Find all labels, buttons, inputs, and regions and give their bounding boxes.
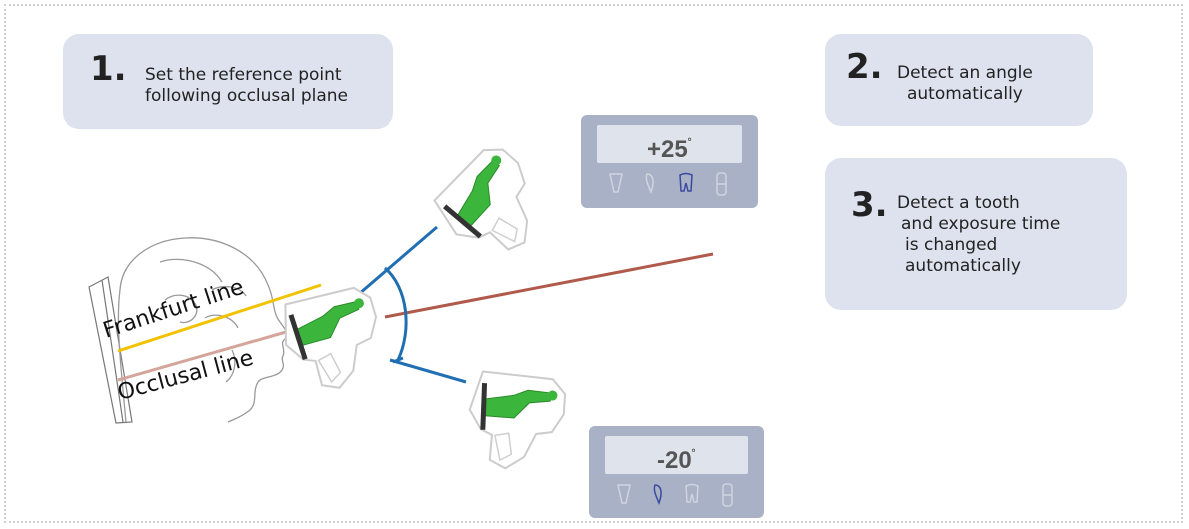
reference-line [384,252,714,319]
incisor-icon [616,484,631,504]
step-text-line: automatically [906,84,1023,104]
step-text-line: following occlusal plane [145,86,348,106]
angle-readout: -20˚ [605,436,748,474]
step-text: Detect an angle automatically [897,63,1033,105]
step-text-line: is changed [905,235,998,255]
diagram-frame [4,4,1183,523]
teeth-group-icon [716,172,727,196]
frankfurt-line [117,283,322,353]
step-2-box: 2. Detect an angle automatically [825,34,1093,126]
angle-indicator [349,225,467,384]
degree-symbol: ˚ [687,136,693,151]
head-rest [88,276,133,424]
step-text: Detect a tooth and exposure time is chan… [897,193,1060,277]
step-1-box: 1. Set the reference point following occ… [63,34,393,129]
occlusal-line-label: Occlusal line [115,346,256,406]
incisor-icon [609,173,624,193]
xray-device-upper [426,139,560,273]
angle-readout: +25˚ [597,125,742,163]
molar-icon [678,172,693,192]
step-text-line: automatically [905,256,1021,276]
canine-icon [645,173,655,195]
step-text-line: Detect a tooth [897,193,1020,213]
head-outline-icon [117,237,288,423]
step-text-line: Set the reference point [145,65,342,85]
occlusal-line [117,328,294,382]
step-3-box: 3. Detect a tooth and exposure time is c… [825,158,1127,310]
teeth-group-icon [722,483,733,507]
angle-display-panel-lower: -20˚ [589,426,764,518]
angle-display-panel-upper: +25˚ [581,115,758,208]
canine-icon [653,484,662,506]
step-text-line: and exposure time [901,214,1061,234]
tooth-icon-row [599,171,740,199]
degree-symbol: ˚ [691,447,697,462]
step-number: 1. [90,49,127,89]
xray-device-center [279,285,385,394]
step-number: 3. [851,185,888,225]
molar-icon [685,483,700,503]
xray-device-lower [459,364,570,478]
step-text: Set the reference point following occlus… [145,65,348,107]
step-number: 2. [846,47,883,87]
angle-value: -20 [656,447,692,474]
step-text-line: Detect an angle [897,63,1033,83]
tooth-icon-row [607,482,746,510]
angle-value: +25 [646,136,688,163]
